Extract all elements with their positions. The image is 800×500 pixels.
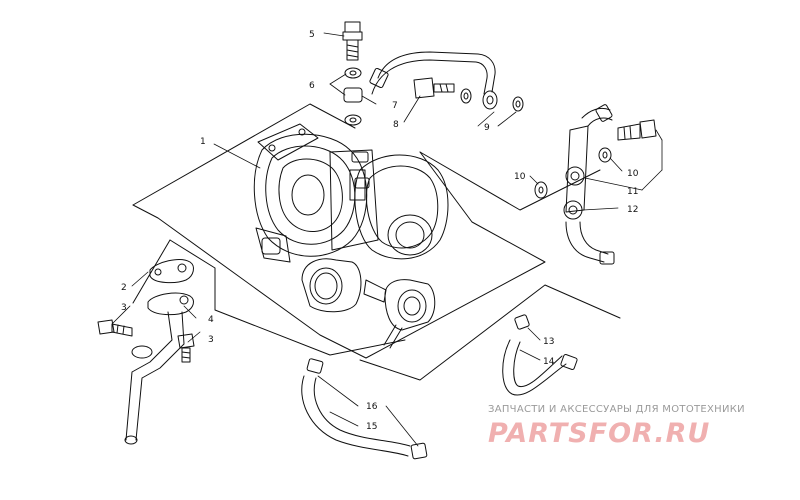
bolt-3-left [97,319,133,337]
callout-6: 6 [309,81,315,91]
callout-16: 16 [366,402,378,412]
watermark-subtitle: ЗАПЧАСТИ И АКСЕССУАРЫ ДЛЯ МОТОТЕХНИКИ [488,404,745,415]
callout-10-left: 10 [514,172,526,182]
callout-5: 5 [309,30,315,40]
callout-3-right: 3 [208,335,214,345]
callout-10-right: 10 [627,169,639,179]
turbocharger [253,123,449,349]
bolt-5 [342,21,363,61]
callout-2: 2 [121,283,127,293]
leader-lines [111,32,663,447]
callout-7: 7 [392,101,398,111]
hose-group-frame [359,284,621,381]
hose-15 [301,358,428,460]
washers-6 [343,67,363,126]
callout-4: 4 [208,315,214,325]
oil-drain-pipe-4 [124,292,194,445]
banjo-bolt-8 [413,77,455,99]
callout-8: 8 [393,120,399,130]
bolt-11 [617,119,657,141]
turbo-group-frame [132,103,546,359]
bolt-3-right [177,333,195,363]
gasket-2 [149,259,194,284]
washer-10-left [534,181,548,199]
callout-12: 12 [627,205,638,215]
callout-9: 9 [484,123,490,133]
callout-11: 11 [627,187,638,197]
washer-10-right [598,147,612,163]
callout-1: 1 [200,137,206,147]
washer-9 [460,88,524,112]
callout-3-left: 3 [121,303,127,313]
callout-14: 14 [543,357,555,367]
callout-15: 15 [366,422,377,432]
oil-return-fitting [563,104,615,265]
callout-13: 13 [543,337,554,347]
watermark-logo: PARTSFOR.RU [488,418,711,449]
right-fitting-frame [419,151,601,211]
pipe-group-frame [132,239,406,356]
oil-feed-hose [369,51,498,110]
hose-14 [502,314,578,396]
